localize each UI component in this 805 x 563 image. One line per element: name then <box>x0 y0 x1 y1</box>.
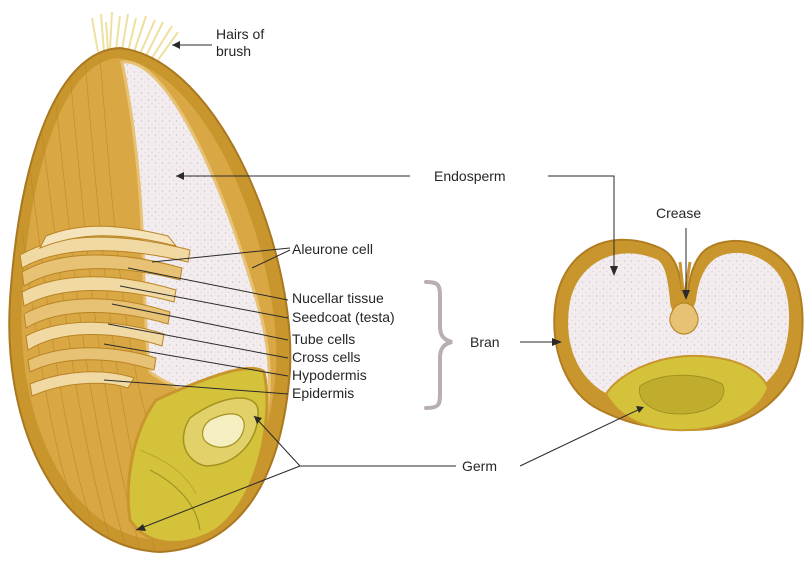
label-crease: Crease <box>656 205 701 222</box>
label-hypodermis: Hypodermis <box>292 367 367 384</box>
label-aleurone-cell: Aleurone cell <box>292 241 373 258</box>
label-cross-cells: Cross cells <box>292 349 360 366</box>
label-tube-cells: Tube cells <box>292 331 355 348</box>
label-germ: Germ <box>462 458 497 475</box>
label-epidermis: Epidermis <box>292 385 354 402</box>
bran-brace <box>426 282 452 408</box>
label-nucellar-tissue: Nucellar tissue <box>292 290 384 307</box>
label-hairs-of-brush: Hairs of brush <box>216 26 264 60</box>
longitudinal-section <box>9 12 290 552</box>
label-hairs-of-brush-line-1: Hairs of <box>216 26 264 43</box>
label-endosperm: Endosperm <box>434 168 506 185</box>
label-bran: Bran <box>470 334 500 351</box>
label-seedcoat: Seedcoat (testa) <box>292 309 395 326</box>
cross-section <box>554 240 802 430</box>
crease-tissue <box>670 303 698 334</box>
label-hairs-of-brush-line-2: brush <box>216 43 264 60</box>
